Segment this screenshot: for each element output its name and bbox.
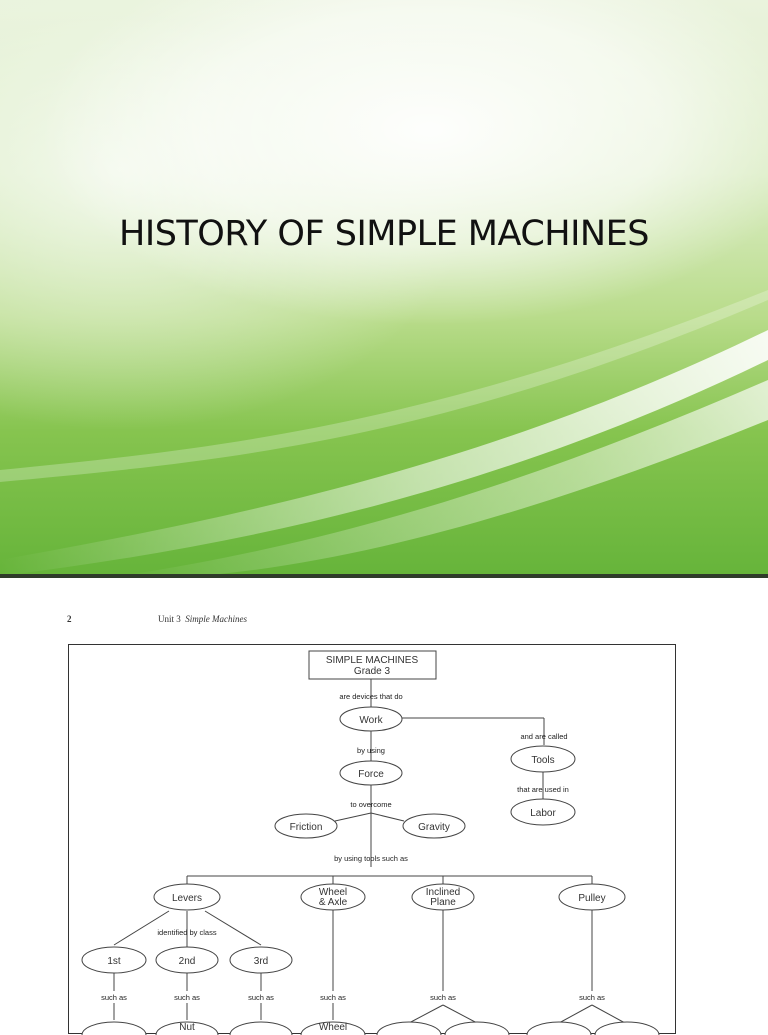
- node-force-label: Force: [358, 769, 384, 780]
- node-pulley-label: Pulley: [578, 893, 605, 904]
- node-work: [339, 706, 403, 732]
- node-levers-label: Levers: [172, 893, 202, 904]
- node-tools: [510, 745, 576, 773]
- node-inclined-plane-label: Plane: [430, 897, 456, 908]
- link-label-overcome: to overcome: [350, 800, 391, 809]
- node-labor-label: Labor: [530, 808, 556, 819]
- link-label-such-as: such as: [248, 993, 274, 1002]
- node-inclined-plane: [411, 883, 475, 911]
- title-slide: HISTORY OF SIMPLE MACHINES: [0, 0, 768, 576]
- unit-heading: Unit 3 Simple Machines: [158, 614, 247, 624]
- node-levers: [153, 883, 221, 911]
- node-friction-label: Friction: [290, 822, 323, 833]
- concept-map-svg: SIMPLE MACHINES Grade 3 are devices that…: [81, 650, 660, 1035]
- link-label-such-as: such as: [174, 993, 200, 1002]
- node-gravity-label: Gravity: [418, 822, 450, 833]
- link-label-identified: identified by class: [157, 928, 216, 937]
- node-tools-label: Tools: [531, 755, 554, 766]
- link-label-devices: are devices that do: [339, 692, 402, 701]
- node-wheel-axle-label: Wheel: [319, 887, 347, 898]
- node-3rd-label: 3rd: [254, 956, 268, 967]
- slide-title: HISTORY OF SIMPLE MACHINES: [119, 214, 649, 254]
- link-label-are-called: and are called: [520, 732, 567, 741]
- unit-title: Simple Machines: [185, 614, 247, 624]
- link-label-tools-such-as: by using tools such as: [334, 854, 408, 863]
- unit-number: Unit 3: [158, 614, 181, 624]
- slide-divider: [0, 574, 768, 578]
- node-labor: [510, 798, 576, 826]
- concept-title: SIMPLE MACHINES: [326, 655, 419, 666]
- page-number: 2: [67, 614, 72, 624]
- concept-title-box: [308, 650, 437, 680]
- node-inclined-plane-label: Inclined: [426, 887, 460, 898]
- node-2nd-class: [155, 946, 219, 974]
- link-label-used-in: that are used in: [517, 785, 569, 794]
- node-pulley: [558, 883, 626, 911]
- link-label-such-as: such as: [430, 993, 456, 1002]
- concept-subtitle: Grade 3: [354, 666, 391, 677]
- link-label-by-using: by using: [357, 746, 385, 755]
- link-label-such-as: such as: [101, 993, 127, 1002]
- node-2nd-label: 2nd: [179, 956, 196, 967]
- concept-map-connectors: [113, 679, 626, 1024]
- node-wheel-axle-label: & Axle: [319, 897, 348, 908]
- node-1st-class: [81, 946, 147, 974]
- slide-background-swoosh: [0, 330, 768, 576]
- node-force: [339, 760, 403, 786]
- node-wheel-axle: [300, 883, 366, 911]
- page-header: 2 Unit 3 Simple Machines: [0, 614, 768, 628]
- link-label-such-as: such as: [320, 993, 346, 1002]
- node-work-label: Work: [359, 715, 383, 726]
- node-friction: [274, 813, 338, 839]
- node-3rd-class: [229, 946, 293, 974]
- link-label-such-as: such as: [579, 993, 605, 1002]
- node-gravity: [402, 813, 466, 839]
- node-1st-label: 1st: [107, 956, 121, 967]
- concept-map: SIMPLE MACHINES Grade 3 are devices that…: [68, 644, 676, 1035]
